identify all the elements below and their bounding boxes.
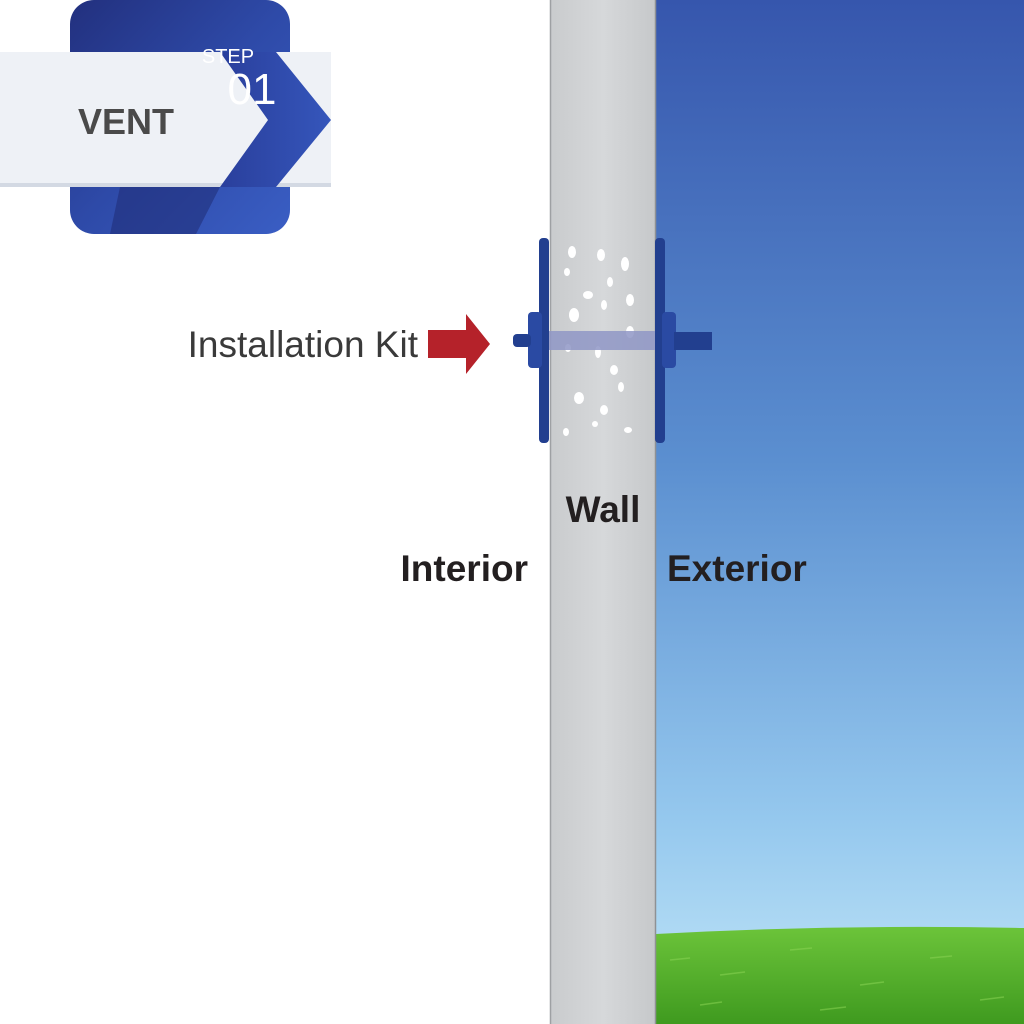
badge-step-label: STEP [202,46,254,68]
kit-interior-collar [528,312,542,368]
grass-texture [669,947,1005,1011]
step-badge: VENT STEP 01 [0,0,331,234]
wall [550,0,656,1024]
installation-kit-label: Installation Kit [188,324,419,365]
right-arrow-icon [428,314,490,374]
exterior-sky [656,0,1024,1024]
badge-step-number: 01 [228,65,277,114]
kit-interior-nub [513,334,531,347]
kit-exterior-plate [655,238,665,443]
installation-kit [513,238,712,443]
kit-exterior-tube [674,332,712,350]
badge-title: VENT [78,101,174,142]
interior-label: Interior [401,548,528,589]
exterior-grass [656,926,1024,1024]
badge-fold [110,187,220,234]
kit-interior-plate [539,238,549,443]
kit-exterior-collar [662,312,676,368]
exterior-label: Exterior [667,548,807,589]
kit-sleeve [548,331,660,350]
badge-band-shadow [0,183,331,187]
wall-label: Wall [566,489,641,530]
chevron-badge-icon [220,52,331,187]
